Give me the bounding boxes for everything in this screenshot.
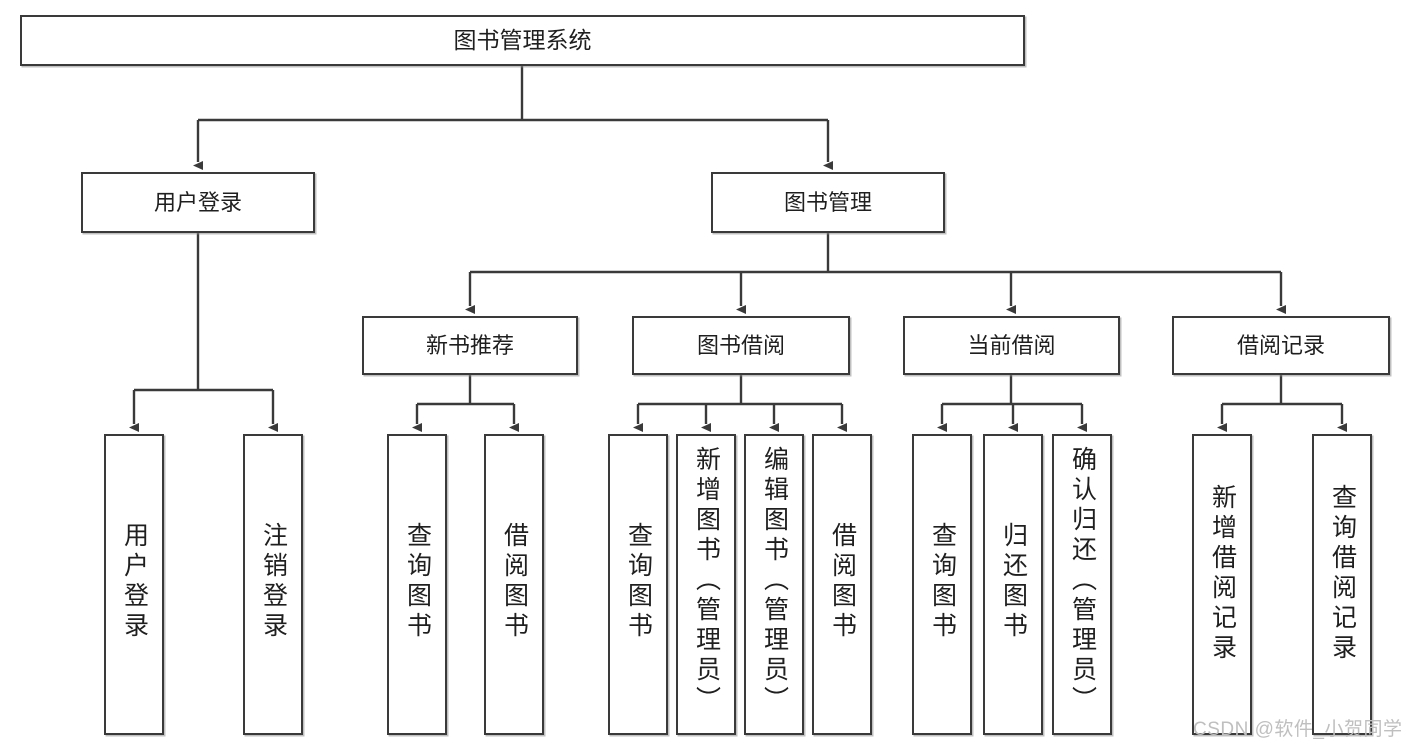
node-leaf-7-借阅图书[interactable]: 借阅图书 bbox=[812, 434, 872, 735]
node-l2-图书管理-label: 图书管理 bbox=[783, 189, 872, 215]
node-leaf-11-新增借阅记录[interactable]: 新增借阅记录 bbox=[1192, 434, 1252, 735]
node-leaf-2-查询图书-label: 查询图书 bbox=[403, 522, 432, 642]
node-leaf-10-确认归还管理员[interactable]: 确认归还（管理员） bbox=[1052, 434, 1112, 735]
node-l2-用户登录[interactable]: 用户登录 bbox=[81, 172, 315, 233]
node-leaf-0-用户登录-label: 用户登录 bbox=[120, 522, 149, 642]
node-l3-图书借阅-label: 图书借阅 bbox=[696, 332, 785, 358]
node-leaf-8-查询图书-label: 查询图书 bbox=[928, 522, 957, 642]
node-leaf-2-查询图书[interactable]: 查询图书 bbox=[387, 434, 447, 735]
node-leaf-4-查询图书[interactable]: 查询图书 bbox=[608, 434, 668, 735]
node-leaf-0-用户登录[interactable]: 用户登录 bbox=[104, 434, 164, 735]
node-l3-借阅记录-label: 借阅记录 bbox=[1236, 332, 1325, 358]
node-leaf-3-借阅图书-label: 借阅图书 bbox=[500, 522, 529, 642]
node-root-图书管理系统[interactable]: 图书管理系统 bbox=[20, 15, 1025, 66]
node-leaf-5-新增图书管理员[interactable]: 新增图书（管理员） bbox=[676, 434, 736, 735]
node-l3-当前借阅-label: 当前借阅 bbox=[967, 332, 1056, 358]
node-root-图书管理系统-label: 图书管理系统 bbox=[453, 26, 592, 53]
node-leaf-3-借阅图书[interactable]: 借阅图书 bbox=[484, 434, 544, 735]
node-leaf-4-查询图书-label: 查询图书 bbox=[624, 522, 653, 642]
node-leaf-11-新增借阅记录-label: 新增借阅记录 bbox=[1208, 484, 1237, 664]
node-leaf-9-归还图书[interactable]: 归还图书 bbox=[983, 434, 1043, 735]
node-l3-新书推荐-label: 新书推荐 bbox=[425, 332, 514, 358]
node-leaf-5-新增图书管理员-label: 新增图书（管理员） bbox=[692, 446, 721, 716]
node-leaf-1-注销登录[interactable]: 注销登录 bbox=[243, 434, 303, 735]
node-l3-借阅记录[interactable]: 借阅记录 bbox=[1172, 316, 1390, 375]
node-leaf-7-借阅图书-label: 借阅图书 bbox=[828, 522, 857, 642]
node-leaf-1-注销登录-label: 注销登录 bbox=[259, 522, 288, 642]
node-leaf-12-查询借阅记录[interactable]: 查询借阅记录 bbox=[1312, 434, 1372, 735]
node-l3-当前借阅[interactable]: 当前借阅 bbox=[903, 316, 1120, 375]
node-leaf-8-查询图书[interactable]: 查询图书 bbox=[912, 434, 972, 735]
node-l3-新书推荐[interactable]: 新书推荐 bbox=[362, 316, 578, 375]
node-leaf-10-确认归还管理员-label: 确认归还（管理员） bbox=[1068, 446, 1097, 716]
node-l3-图书借阅[interactable]: 图书借阅 bbox=[632, 316, 850, 375]
node-leaf-6-编辑图书管理员[interactable]: 编辑图书（管理员） bbox=[744, 434, 804, 735]
node-leaf-12-查询借阅记录-label: 查询借阅记录 bbox=[1328, 484, 1357, 664]
node-l2-图书管理[interactable]: 图书管理 bbox=[711, 172, 945, 233]
node-leaf-6-编辑图书管理员-label: 编辑图书（管理员） bbox=[760, 446, 789, 716]
csdn-watermark: CSDN @软件_小贺同学 bbox=[1193, 719, 1403, 740]
node-leaf-9-归还图书-label: 归还图书 bbox=[999, 522, 1028, 642]
node-l2-用户登录-label: 用户登录 bbox=[153, 189, 242, 215]
